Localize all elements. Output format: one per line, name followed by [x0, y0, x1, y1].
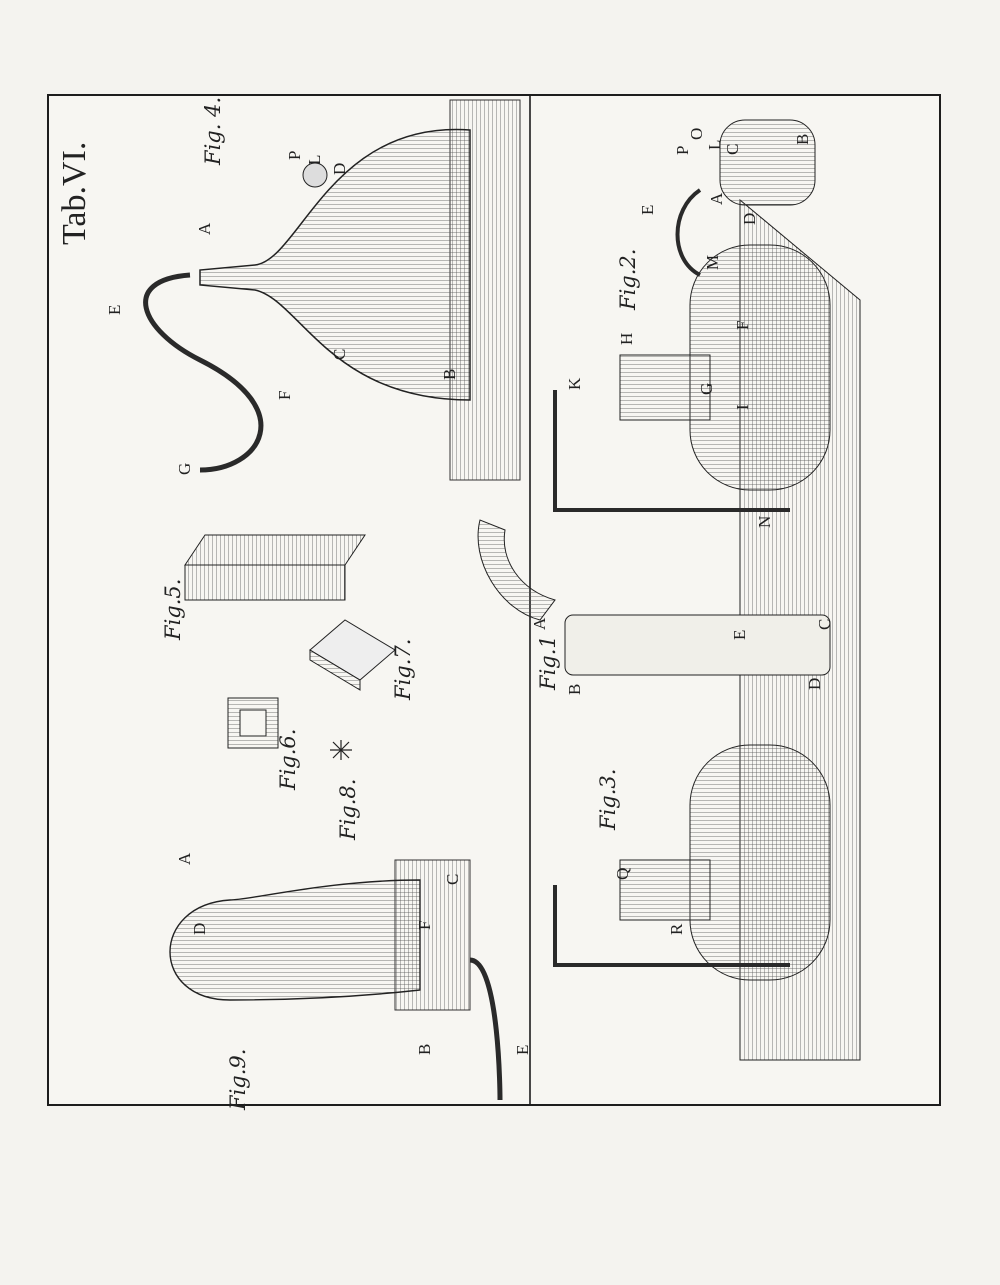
fig2-label-P: P [673, 146, 692, 155]
fig1-label-D: D [805, 678, 824, 690]
fig2-label-G: G [697, 383, 716, 395]
fig6-square-crystal: Fig.6. [227, 697, 300, 791]
fig9-label-D: D [190, 923, 209, 935]
fig2-label-N: N [755, 516, 774, 528]
fig4-label-L: L [305, 155, 324, 165]
fig4-caption: Fig. 4. [201, 97, 225, 166]
fig3-jar [619, 859, 711, 921]
fig2-label-H: H [617, 333, 636, 345]
fig1-tube [564, 614, 831, 676]
fig3-caption: Fig.3. [596, 769, 620, 831]
fig4-label-F: F [275, 391, 294, 400]
fig8-caption: Fig.8. [336, 779, 360, 841]
fig2-label-I: I [733, 404, 752, 410]
fig3-label-Q: Q [613, 868, 632, 880]
fig3-stand [553, 885, 790, 967]
fig4-flask: Fig. 4. P L D A E C F G B [105, 97, 521, 481]
fig2-label-E: E [638, 205, 657, 215]
fig4-label-E: E [105, 305, 124, 315]
fig9-label-F: F [415, 921, 434, 930]
fig2-stand [553, 390, 790, 512]
fig9-label-B: B [415, 1044, 434, 1055]
fig9-jar [169, 879, 421, 1001]
fig3-basin [689, 744, 831, 981]
fig4-label-G: G [175, 463, 194, 475]
fig4-label-B: B [440, 369, 459, 380]
fig9-label-E: E [513, 1045, 532, 1055]
fig6-caption: Fig.6. [276, 729, 300, 791]
fig1-label-E: E [730, 630, 749, 640]
fig5-caption: Fig.5. [161, 579, 185, 641]
fig7-tray: Fig.7. [309, 619, 415, 701]
fig5-prism: Fig.5. [161, 534, 366, 641]
fig2-pump [719, 119, 816, 206]
fig4-label-A: A [195, 222, 214, 235]
fig1-label-A: A [530, 617, 549, 630]
fig2-label-O: O [687, 128, 706, 140]
fig1-caption: Fig.1 [536, 635, 560, 691]
fig2-label-C: C [723, 144, 742, 155]
fig2-label-D: D [740, 213, 759, 225]
fig9-label-C: C [443, 874, 462, 885]
fig7-caption: Fig.7. [391, 639, 415, 701]
fig2-label-F: F [733, 321, 752, 330]
fig1-label-B: B [565, 684, 584, 695]
fig2-label-K: K [565, 377, 584, 390]
fig4-label-C: C [330, 349, 349, 360]
fig1-label-C: C [815, 619, 834, 630]
fig4-stopper [302, 162, 328, 188]
fig2-label-B: B [793, 134, 812, 145]
fig4-flask-body [199, 128, 471, 401]
fig2-caption: Fig.2. [616, 249, 640, 311]
fig4-label-D: D [330, 163, 349, 175]
fig8-snowflake: Fig.8. [330, 740, 360, 841]
plate-title: Tab.VI. [56, 142, 93, 245]
fig3-label-R: R [667, 923, 686, 935]
fig2-label-L: L [705, 140, 724, 150]
fig2-label-M: M [703, 255, 722, 270]
fig9-label-A: A [175, 852, 194, 865]
fig4-label-P: P [285, 151, 304, 160]
fig2-label-A: A [707, 192, 726, 205]
fig9-bell-jar: Fig.9. A D F C B E [169, 852, 532, 1111]
fig4-tube [143, 272, 264, 473]
fig2-basin [689, 244, 831, 491]
fig1-hand [477, 519, 556, 621]
table-apparatus [477, 119, 861, 1061]
fig9-caption: Fig.9. [226, 1049, 250, 1111]
fig2-jar [619, 354, 711, 421]
